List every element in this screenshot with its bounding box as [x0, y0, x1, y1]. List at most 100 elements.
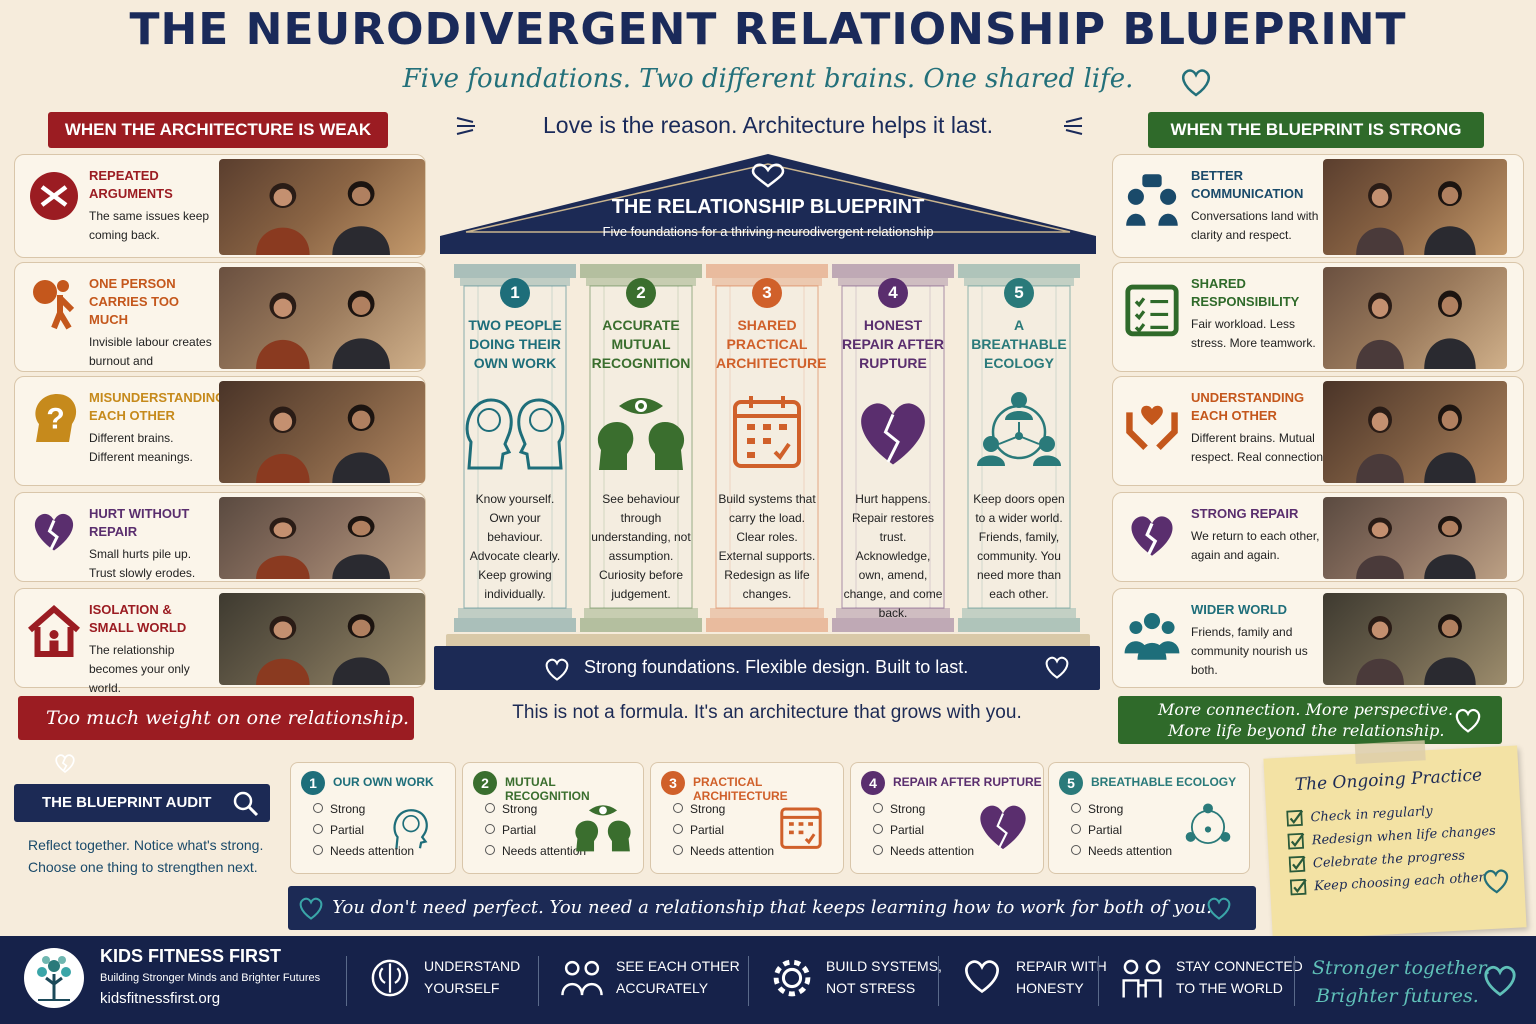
audit-option-radio[interactable]: Strong [1071, 799, 1123, 820]
couple-silhouette [1356, 290, 1476, 369]
couple-photo [1323, 159, 1507, 255]
footer-icon-wrap [770, 956, 814, 1005]
heart-icon-wrap [843, 392, 943, 477]
argument-icon [30, 172, 78, 220]
footer-item-line2: HONESTY [1016, 980, 1084, 996]
note-item-text: Check in regularly [1310, 804, 1434, 826]
temple-note: This is not a formula. It's an architect… [512, 702, 1022, 723]
couple-photo [219, 497, 425, 579]
strong-footer-line2: More life beyond the relationship. [1168, 721, 1445, 740]
gear-icon [773, 959, 811, 997]
footer-item-line1: REPAIR WITH [1016, 958, 1107, 974]
brand-url[interactable]: kidsfitnessfirst.org [100, 990, 221, 1007]
footer-slogan: Stronger together. Brighter futures. [1312, 954, 1491, 1010]
audit-option-radio[interactable]: Strong [673, 799, 725, 820]
panel-title: SHARED RESPONSIBILITY [1191, 276, 1300, 309]
note-item: Celebrate the progress [1288, 845, 1498, 879]
temple-base-text: Strong foundations. Flexible design. Bui… [584, 657, 969, 677]
tape [1354, 740, 1426, 764]
pillar-title: HONEST REPAIR AFTER RUPTURE [842, 317, 944, 371]
footer-divider [346, 956, 347, 1006]
note-item: Check in regularly [1286, 799, 1495, 833]
recognition-eye-icon [575, 805, 631, 852]
pillar-text: Keep doors open to a wider world. Friend… [973, 492, 1065, 601]
couple-silhouette [1356, 181, 1476, 255]
heart-outline-icon [299, 897, 323, 920]
couple-silhouette [256, 515, 390, 579]
community-icon [1124, 613, 1180, 660]
panel-text: Different brains. Mutual respect. Real c… [1191, 431, 1327, 464]
slogan-line1: Stronger together. [1312, 957, 1491, 979]
audit-option-radio[interactable]: Needs attention [673, 841, 774, 862]
broken-heart-icon [55, 754, 75, 773]
couple-photo [1323, 497, 1507, 579]
right-panel: UNDERSTANDING EACH OTHER Different brains… [1112, 376, 1524, 486]
audit-option-radio[interactable]: Needs attention [1071, 841, 1172, 862]
brain-icon [371, 959, 409, 997]
temple-base: Strong foundations. Flexible design. Bui… [434, 646, 1100, 690]
pillar-title: A BREATHABLE ECOLOGY [971, 317, 1067, 371]
house-icon [28, 605, 80, 657]
footer-item-line2: NOT STRESS [826, 980, 916, 996]
couple-photo [219, 267, 425, 369]
temple-subtitle: Five foundations for a thriving neurodiv… [602, 224, 934, 239]
temple-step [446, 634, 1090, 648]
audit-option-radio[interactable]: Strong [313, 799, 365, 820]
couple-silhouette [1356, 614, 1476, 685]
page-title: THE NEURODIVERGENT RELATIONSHIP BLUEPRIN… [129, 4, 1407, 55]
audit-option-radio[interactable]: Needs attention [485, 841, 586, 862]
audit-icon-wrap [571, 797, 635, 862]
panel-text: The relationship becomes your only world… [89, 643, 190, 695]
strong-footer: More connection. More perspective. More … [1118, 696, 1502, 744]
page-subtitle: Five foundations. Two different brains. … [402, 64, 1134, 94]
footer-item-line2: ACCURATELY [616, 980, 709, 996]
mended-heart-icon [861, 403, 925, 465]
audit-title: THE BLUEPRINT AUDIT [42, 794, 212, 811]
audit-option-radio[interactable]: Strong [873, 799, 925, 820]
footer-icon-wrap [960, 956, 1004, 1005]
panel-text: Small hurts pile up. Trust slowly erodes… [89, 547, 196, 580]
audit-label: REPAIR AFTER RUPTURE [893, 775, 1042, 789]
note-title: The Ongoing Practice [1294, 765, 1483, 796]
communication-icon [1126, 174, 1178, 226]
burden-icon [33, 280, 75, 330]
panel-text: The same issues keep coming back. [89, 209, 210, 242]
panel-title: WIDER WORLD [1191, 602, 1288, 617]
magnifier-icon [233, 791, 259, 817]
footer-divider [538, 956, 539, 1006]
audit-option-radio[interactable]: Partial [485, 820, 536, 841]
footer-item: BUILD SYSTEMS,NOT STRESS [826, 955, 942, 999]
audit-option-radio[interactable]: Needs attention [873, 841, 974, 862]
audit-option-radio[interactable]: Partial [873, 820, 924, 841]
panel-text: We return to each other, again and again… [1191, 529, 1320, 562]
audit-option-radio[interactable]: Strong [485, 799, 537, 820]
accent-lines-icon [1064, 117, 1083, 135]
weak-footer: Too much weight on one relationship. [18, 696, 414, 773]
footer-icon-wrap [368, 956, 412, 1005]
mended-heart-icon [980, 805, 1026, 850]
panel-title: UNDERSTANDING EACH OTHER [1191, 390, 1305, 423]
brand-name: KIDS FITNESS FIRST [100, 946, 282, 966]
pillar-text: See behaviour through understanding, not… [591, 492, 691, 601]
audit-option-radio[interactable]: Partial [1071, 820, 1122, 841]
audit-option-radio[interactable]: Partial [313, 820, 364, 841]
pillar-number: 1 [500, 278, 530, 308]
couple-photo [1323, 381, 1507, 483]
couple-photo [219, 593, 425, 685]
panel-title: ISOLATION & SMALL WORLD [89, 602, 187, 635]
footer-item-line2: TO THE WORLD [1176, 980, 1283, 996]
temple-roof [440, 154, 1096, 254]
audit-option-radio[interactable]: Partial [673, 820, 724, 841]
weak-banner: WHEN THE ARCHITECTURE IS WEAK [48, 112, 388, 148]
couple-silhouette [1356, 515, 1476, 579]
calendar-icon [780, 807, 822, 849]
audit-option-radio[interactable]: Needs attention [313, 841, 414, 862]
